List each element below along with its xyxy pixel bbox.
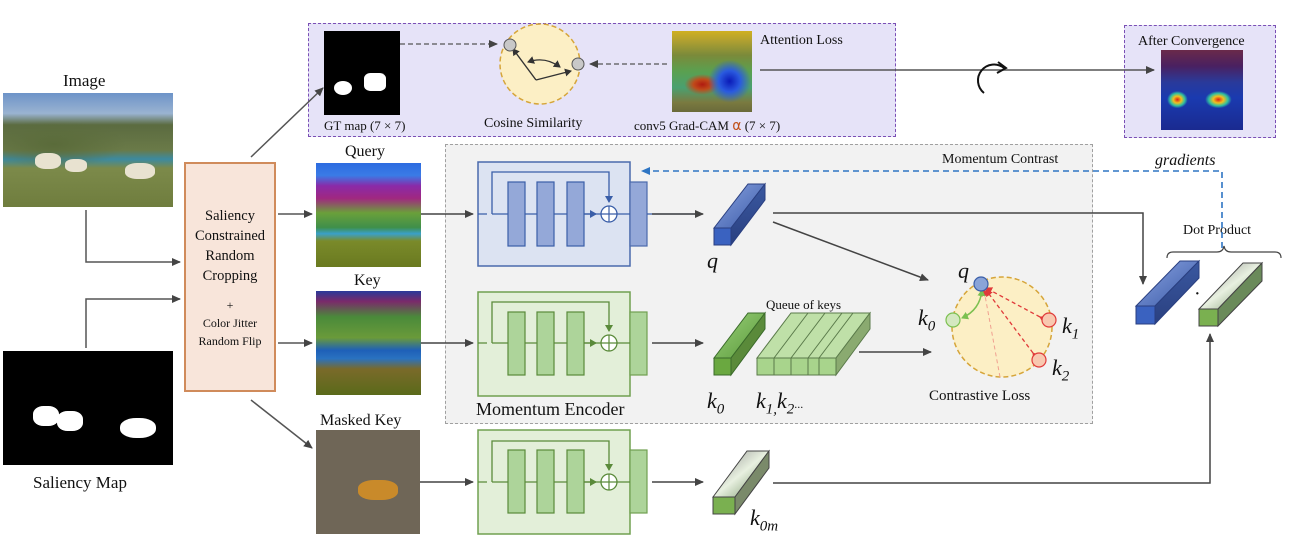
subscript: 0m [759, 518, 779, 535]
augmentation-box: Saliency Constrained Random Cropping + C… [184, 162, 276, 392]
sheep-shape [358, 480, 398, 500]
momentum-contrast-label: Momentum Contrast [942, 152, 1059, 167]
gradients-label: gradients [1155, 152, 1216, 169]
query-image [316, 163, 421, 267]
k-symbol: k [1062, 313, 1072, 338]
augmentation-text: Saliency [205, 208, 255, 224]
saliency-map-image [3, 351, 173, 465]
augmentation-text: Constrained [194, 228, 266, 244]
k0-label: k0 [707, 388, 724, 418]
image-label: Image [63, 71, 106, 90]
subscript: 1, [765, 401, 778, 418]
k0m-label: k0m [750, 505, 778, 535]
attention-loss-panel [308, 23, 896, 137]
saliency-map-label: Saliency Map [33, 473, 127, 492]
saliency-blob [57, 411, 83, 431]
cosine-similarity-label: Cosine Similarity [484, 116, 583, 131]
dot-operator: · [1194, 283, 1201, 305]
input-image [3, 93, 173, 207]
subscript: 2 [1061, 368, 1070, 385]
masked-key-label: Masked Key [320, 412, 402, 429]
k1-k2-label: k1,k2... [756, 388, 803, 418]
k-symbol: k [756, 388, 766, 413]
q-label: q [707, 248, 718, 273]
circle-k1-label: k1 [1062, 313, 1079, 343]
sheep-shape [125, 163, 155, 179]
circle-q-label: q [958, 258, 969, 283]
dot-product-q-bar [1134, 259, 1201, 326]
masked-key-momentum-encoder [477, 429, 648, 535]
sheep-shape [65, 159, 87, 172]
query-label: Query [345, 143, 385, 160]
key-image [316, 291, 421, 395]
momentum-contrast-panel [445, 144, 1093, 424]
queue-of-keys-label: Queue of keys [766, 297, 842, 312]
saliency-blob [33, 406, 59, 426]
masked-key-image [316, 430, 420, 534]
dot-product-brace [1166, 245, 1282, 259]
attention-loss-label: Attention Loss [760, 33, 843, 48]
gradcam-size: (7 × 7) [744, 118, 781, 133]
gradcam-text: conv5 Grad-CAM [634, 118, 729, 133]
k-symbol: k [918, 305, 928, 330]
k-symbol: k [1052, 355, 1062, 380]
augmentation-plus: + [226, 298, 234, 312]
gt-map-image [324, 31, 400, 115]
dot-product-k0m-bar [1197, 261, 1264, 328]
momentum-encoder-label: Momentum Encoder [476, 399, 625, 419]
contrastive-loss-label: Contrastive Loss [929, 388, 1031, 404]
k-symbol: k [707, 388, 717, 413]
augmentation-text: Random Flip [198, 334, 262, 348]
k-symbol: k [777, 388, 787, 413]
augmentation-text: Color Jitter [202, 316, 258, 330]
subscript: 1 [1071, 326, 1080, 343]
ellipsis: ... [794, 397, 804, 411]
subscript: 0 [716, 401, 725, 418]
sheep-shape [35, 153, 61, 169]
alpha-symbol: α [732, 118, 742, 134]
augmentation-text: Cropping [202, 268, 258, 284]
saliency-blob [364, 73, 386, 91]
iteration-cycle-icon [977, 63, 1005, 94]
gradcam-label: conv5 Grad-CAM α (7 × 7) [634, 118, 780, 134]
subscript: 0 [927, 318, 936, 335]
saliency-blob [120, 418, 156, 438]
dot-product-label: Dot Product [1183, 223, 1252, 238]
after-convergence-label: After Convergence [1138, 34, 1245, 49]
key-label: Key [354, 272, 381, 289]
circle-k2-label: k2 [1052, 355, 1069, 385]
k-symbol: k [750, 505, 760, 530]
iteration-cycle-arrowhead [996, 61, 1008, 74]
gt-map-label: GT map (7 × 7) [324, 118, 406, 133]
gradcam-image [672, 31, 752, 112]
augmentation-text: Random [205, 248, 255, 264]
converged-gradcam-image [1161, 50, 1243, 130]
saliency-blob [334, 81, 352, 95]
circle-k0-label: k0 [918, 305, 935, 335]
